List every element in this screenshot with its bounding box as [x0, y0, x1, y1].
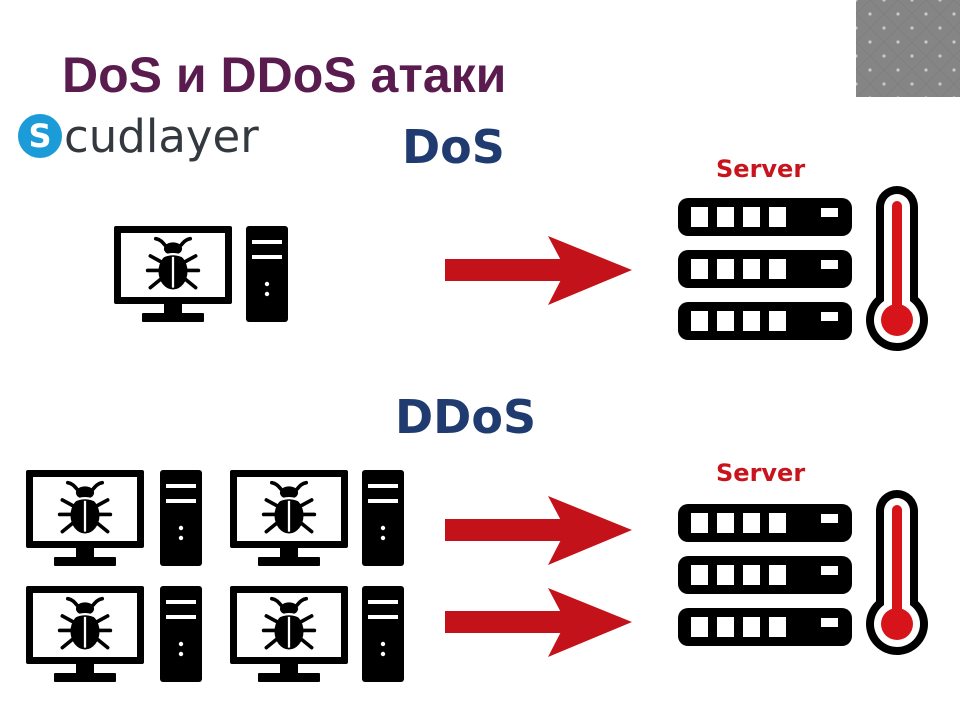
- checker-tile: [857, 84, 883, 97]
- checker-tile: [856, 70, 870, 97]
- server-unit: [678, 608, 852, 646]
- checker-tile: [940, 28, 960, 56]
- attacker-computer: [26, 586, 202, 682]
- arrow-head: [548, 236, 632, 305]
- checker-tile: [941, 84, 960, 97]
- page-title: DoS и DDoS атаки: [62, 47, 506, 103]
- computer-tower-icon: [160, 586, 202, 682]
- checker-pattern-decoration: [856, 0, 960, 97]
- server-label: Server: [716, 155, 805, 183]
- checker-dot: [882, 26, 886, 30]
- checker-dot: [938, 54, 942, 58]
- arrow-shaft: [445, 611, 567, 633]
- checker-dot: [952, 96, 956, 97]
- checker-tile: [885, 84, 911, 97]
- checker-dot: [896, 12, 900, 16]
- checker-dot: [924, 40, 928, 44]
- arrow-right-icon: [445, 496, 632, 565]
- checker-dot: [896, 96, 900, 97]
- server-unit: [678, 504, 852, 542]
- arrow-right-icon: [445, 588, 632, 657]
- checker-dot: [868, 68, 872, 72]
- checker-tile: [940, 56, 960, 84]
- checker-dot: [856, 26, 858, 30]
- scudlayer-logo: S cudlayer: [18, 110, 259, 163]
- thermometer-icon: [866, 490, 928, 655]
- server-unit: [678, 302, 852, 340]
- checker-dot: [868, 12, 872, 16]
- checker-dot: [924, 96, 928, 97]
- arrow-shaft: [445, 519, 567, 541]
- checker-dot: [910, 26, 914, 30]
- arrow-head: [548, 496, 632, 565]
- checker-tile: [898, 0, 926, 14]
- server-rack-icon: [678, 198, 852, 340]
- logo-mark-icon: [18, 114, 62, 158]
- arrow-right-icon: [445, 236, 632, 305]
- checker-dot: [924, 68, 928, 72]
- dos-label: DoS: [402, 120, 505, 174]
- checker-dot: [938, 0, 942, 2]
- checker-tile: [954, 50, 960, 62]
- computer-tower-icon: [362, 470, 404, 566]
- checker-tile: [940, 0, 960, 28]
- checker-dot: [952, 40, 956, 44]
- checker-dot: [896, 68, 900, 72]
- ddos-label: DDoS: [395, 390, 536, 444]
- checker-dot: [938, 82, 942, 86]
- checker-dot: [856, 0, 858, 2]
- arrow-shaft: [445, 259, 567, 281]
- checker-dot: [910, 54, 914, 58]
- attacker-computer: [26, 470, 202, 566]
- server-rack-icon: [678, 504, 852, 646]
- checker-dot: [882, 54, 886, 58]
- checker-dot: [910, 82, 914, 86]
- checker-tile: [856, 42, 870, 70]
- attacker-computer: [230, 470, 404, 566]
- ddos-section: DDoS Server: [26, 390, 928, 682]
- dos-section: DoS Server: [114, 120, 928, 351]
- checker-dot: [938, 26, 942, 30]
- checker-dot: [882, 0, 886, 2]
- checker-dot: [868, 96, 872, 97]
- checker-dot: [952, 68, 956, 72]
- checker-tile: [954, 0, 960, 6]
- thermometer-icon: [866, 186, 928, 351]
- server-unit: [678, 556, 852, 594]
- checker-dot: [856, 82, 858, 86]
- checker-dot: [924, 12, 928, 16]
- computer-tower-icon: [246, 226, 288, 322]
- attacker-computer: [114, 226, 288, 322]
- logo-wordmark: cudlayer: [64, 110, 259, 163]
- checker-tile: [954, 22, 960, 34]
- computer-tower-icon: [160, 470, 202, 566]
- checker-dot: [882, 82, 886, 86]
- checker-dot: [910, 0, 914, 2]
- logo-mark-letter: S: [28, 117, 51, 155]
- computer-tower-icon: [362, 586, 404, 682]
- checker-dot: [896, 40, 900, 44]
- checker-dot: [856, 54, 858, 58]
- checker-dot: [952, 12, 956, 16]
- server-unit: [678, 250, 852, 288]
- checker-tile: [954, 78, 960, 90]
- checker-dot: [868, 40, 872, 44]
- attacker-computer: [230, 586, 404, 682]
- checker-tile: [913, 84, 939, 97]
- checker-tile: [870, 0, 898, 14]
- checker-tile: [926, 0, 954, 14]
- server-unit: [678, 198, 852, 236]
- checker-tile: [856, 14, 870, 42]
- server-label: Server: [716, 459, 805, 487]
- arrow-head: [548, 588, 632, 657]
